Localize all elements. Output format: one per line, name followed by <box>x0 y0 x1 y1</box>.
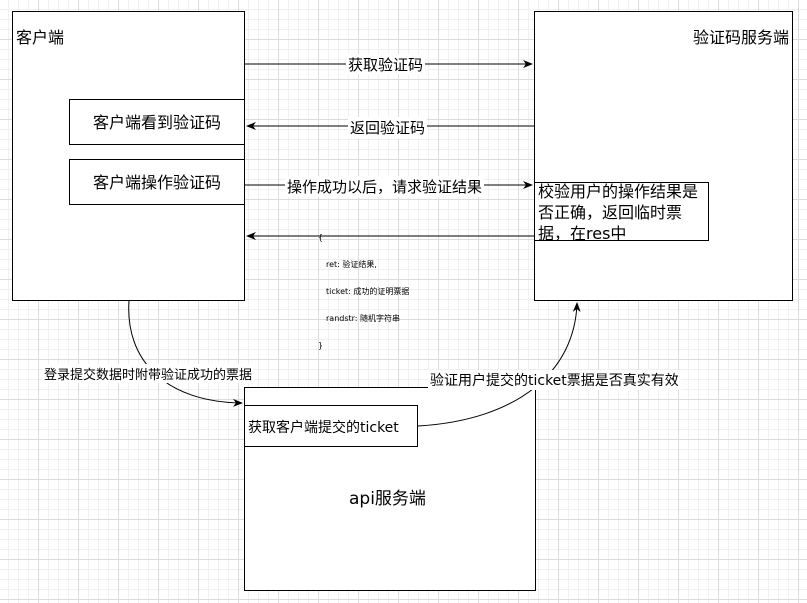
captcha-server-box: 验证码服务端 <box>534 11 793 301</box>
client-operate-node: 客户端操作验证码 <box>69 159 245 205</box>
api-get-ticket-text: 获取客户端提交的ticket <box>248 420 399 436</box>
api-get-ticket-node: 获取客户端提交的ticket <box>244 405 418 447</box>
note-ticket: ticket: 成功的证明票据 <box>326 287 410 296</box>
label-submit-ticket: 登录提交数据时附带验证成功的票据 <box>42 364 255 383</box>
verify-node: 校验用户的操作结果是否正确，返回临时票据，在res中 <box>534 182 709 243</box>
note-randstr: randstr: 随机字符串 <box>326 314 401 323</box>
note-ret: ret: 验证结果, <box>326 260 377 269</box>
note-close: } <box>318 341 324 350</box>
client-box: 客户端 <box>12 11 245 301</box>
client-view-node: 客户端看到验证码 <box>69 99 245 145</box>
response-note: { ret: 验证结果, ticket: 成功的证明票据 randstr: 随机… <box>318 215 409 359</box>
label-return-captcha: 返回验证码 <box>348 117 428 138</box>
label-get-captcha: 获取验证码 <box>346 54 426 75</box>
api-server-title: api服务端 <box>349 489 426 509</box>
client-title: 客户端 <box>16 28 65 47</box>
edge-submit-ticket <box>128 300 243 407</box>
label-verify-ticket: 验证用户提交的ticket票据是否真实有效 <box>428 370 681 390</box>
label-request-result: 操作成功以后，请求验证结果 <box>285 176 485 197</box>
verify-node-text: 校验用户的操作结果是否正确，返回临时票据，在res中 <box>538 182 699 243</box>
note-open: { <box>318 233 324 242</box>
captcha-server-title: 验证码服务端 <box>692 28 789 47</box>
